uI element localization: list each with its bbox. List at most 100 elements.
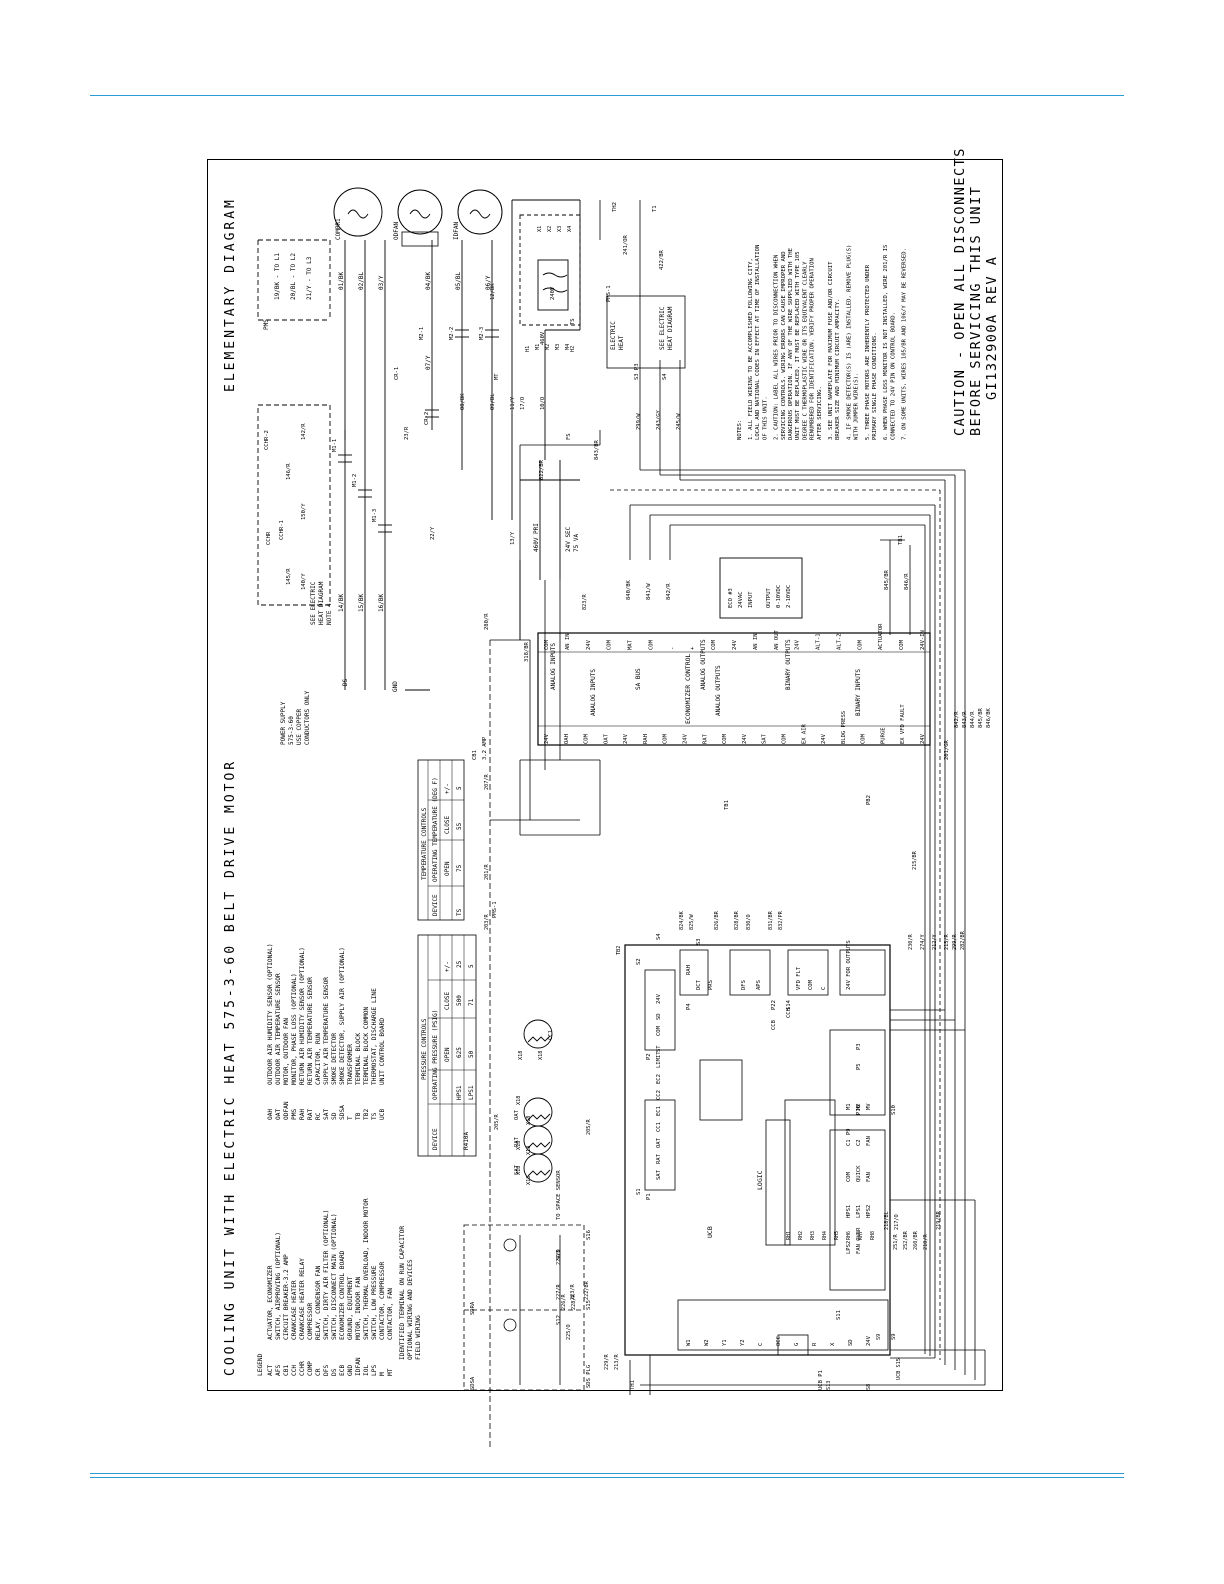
legend-desc: SWITCH, LOW PRESSURE bbox=[371, 1265, 378, 1340]
legend-desc: SMOKE DETECTOR bbox=[331, 1033, 338, 1085]
ucb-thermostat-pin: OCC bbox=[776, 1336, 782, 1346]
legend-desc: SWITCH, THERMAL OVERLOAD, INDOOR MOTOR bbox=[363, 1198, 370, 1340]
ucb-connector: S11 bbox=[836, 1310, 842, 1320]
temperature-controls-table: TEMPERATURE CONTROLS DEVICE OPERATING TE… bbox=[417, 759, 465, 921]
wire-label: 15/BK bbox=[358, 594, 365, 612]
temperature-header-operating: OPERATING TEMPERATURE (DEG F) bbox=[432, 777, 439, 882]
wire-label: 205/R bbox=[494, 1114, 500, 1130]
note-item: 1. ALL FIELD WIRING TO BE ACCOMPLISHED F… bbox=[748, 245, 768, 440]
ucb-output-pin: LPS2 bbox=[846, 1241, 852, 1254]
legend-abbrev: OAT bbox=[275, 1109, 282, 1120]
economizer-pin: AN OUT bbox=[774, 629, 780, 650]
actuator-label: ECO #3 bbox=[728, 588, 734, 608]
wire-label: 201/GR bbox=[944, 739, 950, 760]
misc-label: TH1 bbox=[630, 1380, 636, 1390]
wire-label: 227/R bbox=[556, 1284, 562, 1300]
control-wiring bbox=[489, 200, 966, 1450]
relay-label: MT bbox=[494, 373, 500, 380]
economizer-pin: COM bbox=[722, 733, 728, 744]
optional-smoke-detectors bbox=[463, 1224, 585, 1391]
fs-label: FS bbox=[566, 433, 572, 440]
ucb-label: DFS bbox=[741, 980, 747, 990]
ucb-connector: P1 bbox=[646, 1193, 652, 1200]
wire-label: 203/R bbox=[484, 914, 490, 930]
wire-label: 822/BR bbox=[539, 459, 545, 480]
wire-label: 260/BR bbox=[913, 1230, 919, 1250]
diagram-heading: ELEMENTARY DIAGRAM bbox=[223, 197, 238, 392]
actuator-label: INPUT bbox=[748, 591, 754, 608]
optional-label: S16 bbox=[586, 1230, 592, 1240]
optional-label: SDS PLG bbox=[586, 1365, 592, 1388]
legend-desc: CAPACITOR, RUN bbox=[315, 1033, 322, 1085]
legend-abbrev: ACT bbox=[267, 1365, 274, 1376]
legend-desc: ECONOMIZER CONTROL BOARD bbox=[339, 1250, 346, 1340]
optional-label: UCB S15 bbox=[896, 1358, 902, 1380]
legend-abbrev: TB2 bbox=[363, 1109, 370, 1120]
coil-label: X3 bbox=[557, 226, 563, 232]
wire-label: X18 bbox=[516, 1096, 522, 1105]
pressure-controls-table: PRESSURE CONTROLS DEVICE OPERATING PRESS… bbox=[417, 934, 477, 1157]
coil-label: X1 bbox=[537, 226, 543, 232]
ucb-connector: S12 bbox=[556, 1315, 562, 1325]
diagram-frame bbox=[207, 159, 1003, 1391]
wire-label: 145/R bbox=[286, 568, 292, 585]
misc-label: S3 P3 bbox=[634, 363, 640, 380]
economizer-pin: EX VFD FAULT bbox=[900, 704, 906, 744]
wire-label: 22/Y bbox=[430, 526, 436, 540]
ucb-output-pin: MV bbox=[866, 1103, 872, 1110]
wire-label: 846/BK bbox=[986, 707, 992, 728]
wire-label: 12/BK bbox=[490, 283, 496, 300]
ucb-relay: RH8 bbox=[870, 1231, 876, 1240]
wire-label: 09/BL bbox=[490, 393, 496, 410]
relay-label: M2-3 bbox=[479, 327, 485, 340]
economizer-section-label: SA BUS bbox=[635, 668, 642, 690]
economizer-pin: COM bbox=[861, 733, 867, 744]
ucb-connector: S2 bbox=[636, 958, 642, 965]
legend-abbrev: UCB bbox=[379, 1109, 386, 1120]
temperature-header-tol: +/- bbox=[444, 783, 451, 794]
legend-abbrev: TS bbox=[371, 1112, 378, 1120]
power-supply-label: CONDUCTORS ONLY bbox=[304, 690, 311, 745]
footer-rule-secondary bbox=[90, 1477, 1124, 1478]
economizer-pin: COM bbox=[857, 639, 863, 650]
pressure-title: PRESSURE CONTROLS bbox=[421, 1018, 428, 1080]
legend-abbrev: CR bbox=[315, 1368, 322, 1376]
legend-abbrev: DS bbox=[331, 1368, 338, 1376]
wire-label: 140/Y bbox=[301, 573, 307, 590]
economizer-pin: + bbox=[690, 646, 696, 650]
ds-label: DS bbox=[342, 678, 349, 686]
economizer-pin: COM bbox=[584, 733, 590, 744]
wire-label: 841/W bbox=[646, 583, 652, 600]
misc-label: PMS-1 bbox=[606, 285, 612, 302]
actuator-label: OUTPUT bbox=[766, 587, 772, 608]
temperature-cell: 55 bbox=[456, 822, 463, 830]
economizer-pin: 24V bbox=[732, 639, 738, 650]
legend-heading: LEGEND bbox=[257, 1353, 264, 1376]
wire-label: 146/R bbox=[286, 463, 292, 480]
wire-label: 201/R bbox=[484, 864, 490, 880]
legend-desc: SWITCH, DIRTY AIR FILTER (OPTIONAL) bbox=[323, 1210, 330, 1340]
wire-label: 215/BR bbox=[912, 850, 918, 870]
wire-label: X18 bbox=[518, 1051, 524, 1060]
elec-heat-see: HEAT DIAGRAM bbox=[667, 306, 674, 350]
wire-label: 844/R bbox=[970, 711, 976, 728]
economizer-pin: COM bbox=[781, 733, 787, 744]
wire-label: 229/R bbox=[604, 1354, 610, 1370]
legend-note-3: FIELD WIRING bbox=[415, 1315, 422, 1360]
ucb-sensor-pin: EC1 bbox=[656, 1106, 662, 1116]
legend-abbrev: RAH bbox=[299, 1109, 306, 1120]
legend-desc: MONITOR, PHASE LOSS (OPTIONAL) bbox=[291, 973, 298, 1085]
note-item: 5. THREE PHASE MOTORS ARE INHERENTLY PRO… bbox=[865, 264, 878, 440]
ucb-label: UCB bbox=[706, 1226, 714, 1238]
ucb-thermostat-pin: X bbox=[830, 1342, 836, 1346]
legend-desc: CRANKCASE HEATER RELAY bbox=[299, 1258, 306, 1340]
ucb-output-pin: QUICK bbox=[856, 1165, 862, 1182]
elec-heat-plug: ELECTRIC bbox=[610, 321, 617, 350]
ucb-connector: P5 bbox=[856, 1063, 862, 1070]
ucb-connector: P3 bbox=[856, 1043, 862, 1050]
legend-desc: TERMINAL BLOCK COMMON bbox=[363, 1006, 370, 1085]
ucb-connector: P10 bbox=[856, 1105, 862, 1115]
economizer-pin: SAT bbox=[762, 733, 768, 744]
sensor-label: CC1 bbox=[548, 1030, 554, 1040]
